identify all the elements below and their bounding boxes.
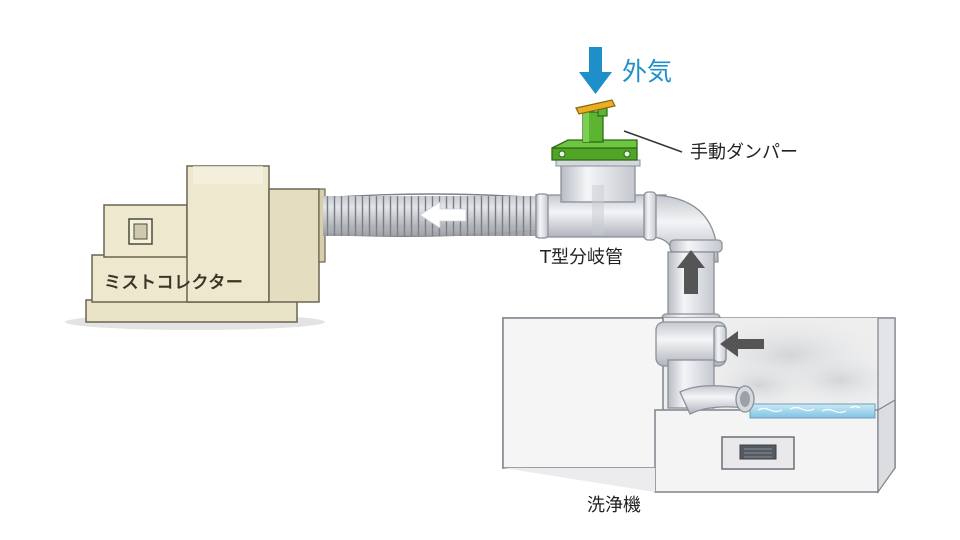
outside-air-label: 外気 [622, 57, 673, 86]
manual-damper [551, 99, 638, 161]
outside-air-arrow [579, 47, 612, 94]
manual-damper-label: 手動ダンパー [690, 142, 798, 163]
mist-collector [65, 165, 326, 330]
flow-arrow-intake [720, 331, 764, 357]
damper-handle [575, 99, 616, 115]
flow-arrow-up [677, 250, 705, 294]
flow-arrow-left [419, 201, 467, 229]
washer-label: 洗浄機 [587, 495, 641, 516]
washer-inlet-pipe [655, 321, 755, 415]
tee-branch-label: T型分岐管 [540, 247, 623, 268]
pipe-elbow [643, 191, 723, 263]
damper-leader-line [623, 130, 683, 153]
mist-collector-label: ミストコレクター [104, 273, 244, 293]
